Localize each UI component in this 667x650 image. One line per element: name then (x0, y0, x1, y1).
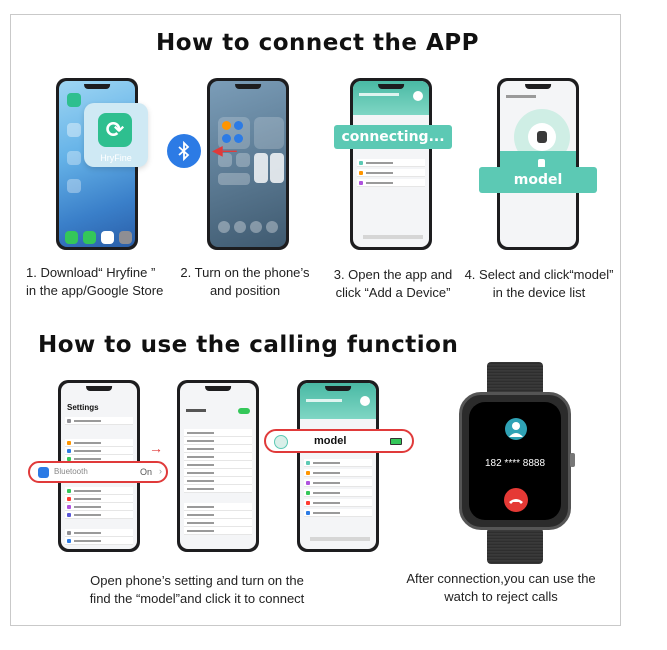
model-device-row[interactable]: model (264, 429, 414, 453)
connecting-label: connecting... (334, 125, 452, 149)
watch-device-icon (274, 435, 288, 449)
step4-caption-line2: in the device list (492, 285, 586, 300)
phone-app-connecting (350, 78, 432, 250)
section-title-calling: How to use the calling function (38, 332, 459, 358)
step4-caption-line1: 4. Select and click“model” (464, 267, 614, 282)
watch-band-bottom (487, 528, 543, 564)
phone-device-list (497, 78, 579, 250)
reject-call-button[interactable] (504, 488, 528, 512)
caller-number: 182 **** 8888 (484, 458, 546, 469)
step1-caption-line2: in the app/Google Store (26, 283, 164, 298)
phone-hangup-icon (509, 499, 523, 504)
bluetooth-row-label: Bluetooth (54, 467, 88, 476)
bluetooth-row-state: On (139, 467, 152, 477)
smartwatch: 182 **** 8888 (459, 392, 575, 530)
section-title-connect: How to connect the APP (156, 30, 480, 56)
watch-caption-line2: watch to reject calls (444, 589, 558, 604)
hryfine-small-icon (67, 93, 81, 107)
app-name: HryFine (100, 153, 132, 163)
location-pointer-arrow: ◀— (212, 142, 237, 158)
phone-bluetooth-list (177, 380, 259, 552)
calling-caption-line2: find the “model”and click it to connect (89, 591, 305, 606)
step1-caption-line1: 1. Download“ Hryfine ” (26, 265, 156, 280)
step3-caption-line2: click “Add a Device” (335, 285, 451, 300)
bluetooth-icon (167, 134, 201, 168)
calling-caption-line1: Open phone’s setting and turn on the (90, 573, 304, 588)
step2-caption-line1: 2. Turn on the phone’s (180, 265, 310, 280)
watch-crown (570, 453, 575, 467)
step2-caption-line2: and position (209, 283, 281, 298)
watch-caption-line1: After connection,you can use the (406, 571, 596, 586)
contact-avatar-icon (505, 418, 527, 440)
settings-title: Settings (67, 403, 99, 412)
chevron-right-icon: › (159, 466, 162, 476)
bluetooth-setting-row[interactable]: Bluetooth On › (28, 461, 168, 483)
arrow-step-a: → (149, 440, 163, 456)
hryfine-app-icon: ⟳ HryFine (84, 103, 148, 167)
bluetooth-row-icon (38, 467, 49, 478)
model-row-label: model (314, 435, 347, 447)
phone-control-center (207, 78, 289, 250)
runner-logo-icon: ⟳ (98, 113, 132, 147)
battery-icon (390, 438, 402, 445)
step3-caption-line1: 3. Open the app and (333, 267, 453, 282)
model-device-button[interactable]: model (479, 167, 597, 193)
phone-app-connected (297, 380, 379, 552)
